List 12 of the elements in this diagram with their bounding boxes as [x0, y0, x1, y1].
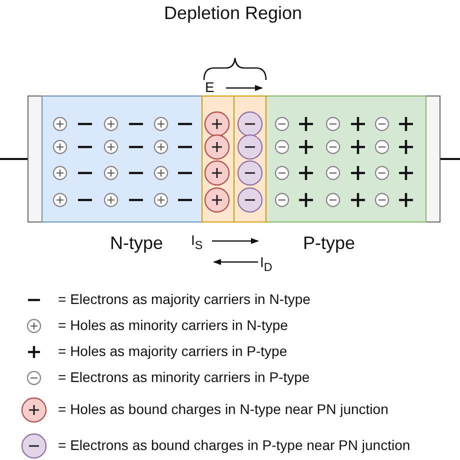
current-label: I$_{S}$: [191, 232, 203, 252]
region-label: N-type: [110, 233, 164, 254]
current-label: I$_{D}$: [260, 254, 272, 274]
legend-text: = Holes as bound charges in N-type near PN junction: [58, 401, 388, 417]
region-label: P-type: [303, 233, 356, 254]
field-label: E: [205, 79, 214, 95]
legend-text: = Holes as majority carriers in P-type: [58, 343, 288, 359]
legend-text: = Electrons as minority carriers in P-type: [58, 369, 310, 385]
legend-text: = Electrons as majority carriers in N-type: [58, 291, 310, 307]
legend-text: = Holes as minority carriers in N-type: [58, 317, 288, 333]
region-label: Depletion Region: [162, 2, 304, 24]
legend-text: = Electrons as bound charges in P-type near PN junction: [58, 437, 410, 453]
